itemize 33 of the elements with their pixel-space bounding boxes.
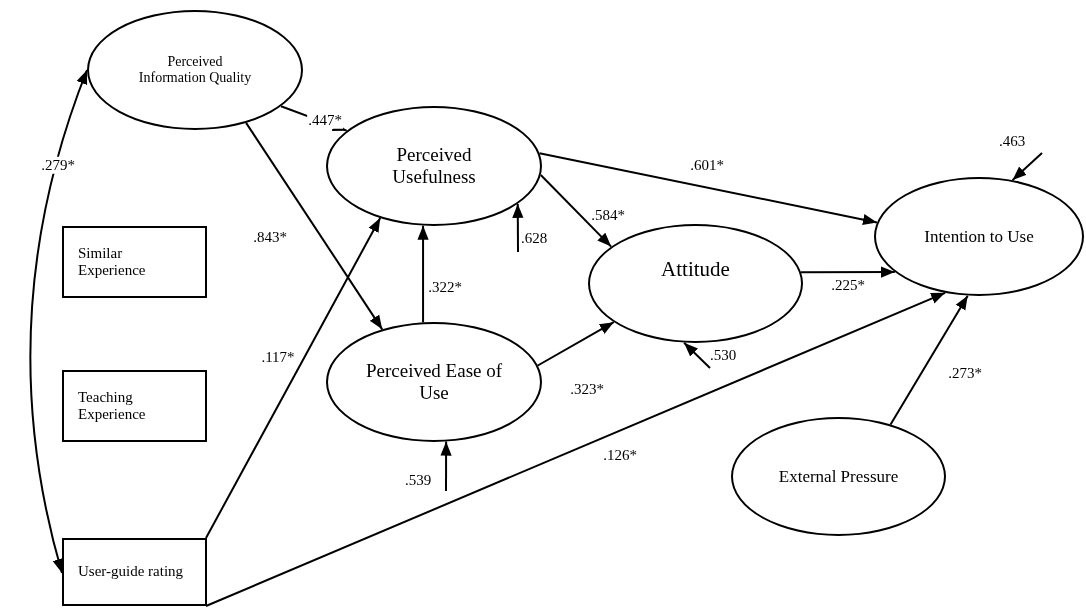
correlation-arrow: [29, 69, 88, 574]
path-arrow: [245, 121, 384, 331]
construct-ellipse: [87, 10, 303, 130]
path-arrow: [536, 321, 615, 367]
error-arrow: [512, 202, 524, 253]
node-label: Perceived Ease of Use: [364, 360, 504, 404]
variable-box: [62, 226, 207, 298]
path-arrow: [538, 152, 878, 226]
path-coefficient: .447*: [307, 111, 343, 129]
node-label: Intention to Use: [924, 226, 1034, 247]
node-label: Perceived Usefulness: [391, 144, 477, 188]
node-label: User-guide rating: [78, 563, 184, 581]
path-arrow: [205, 217, 382, 539]
path-arrow: [205, 291, 947, 607]
error-arrow: [1011, 152, 1043, 182]
node-label: Perceived Information Quality: [137, 53, 253, 87]
variable-box: [62, 370, 207, 442]
path-arrow: [417, 224, 429, 324]
construct-ellipse: [731, 417, 946, 536]
path-arrow: [539, 174, 613, 248]
construct-ellipse: [874, 177, 1084, 296]
variable-box: [62, 538, 207, 606]
node-label: Similar Experience: [78, 244, 147, 280]
construct-ellipse: [588, 224, 803, 343]
path-coefficient: .279*: [40, 156, 76, 174]
error-arrow: [440, 440, 452, 492]
construct-ellipse: [326, 322, 542, 442]
node-label: Attitude: [661, 257, 730, 282]
node-label: External Pressure: [778, 466, 899, 487]
path-arrow: [800, 266, 896, 278]
path-arrow: [889, 294, 969, 426]
error-arrow: [683, 341, 711, 369]
node-label: Teaching Experience: [78, 388, 147, 424]
